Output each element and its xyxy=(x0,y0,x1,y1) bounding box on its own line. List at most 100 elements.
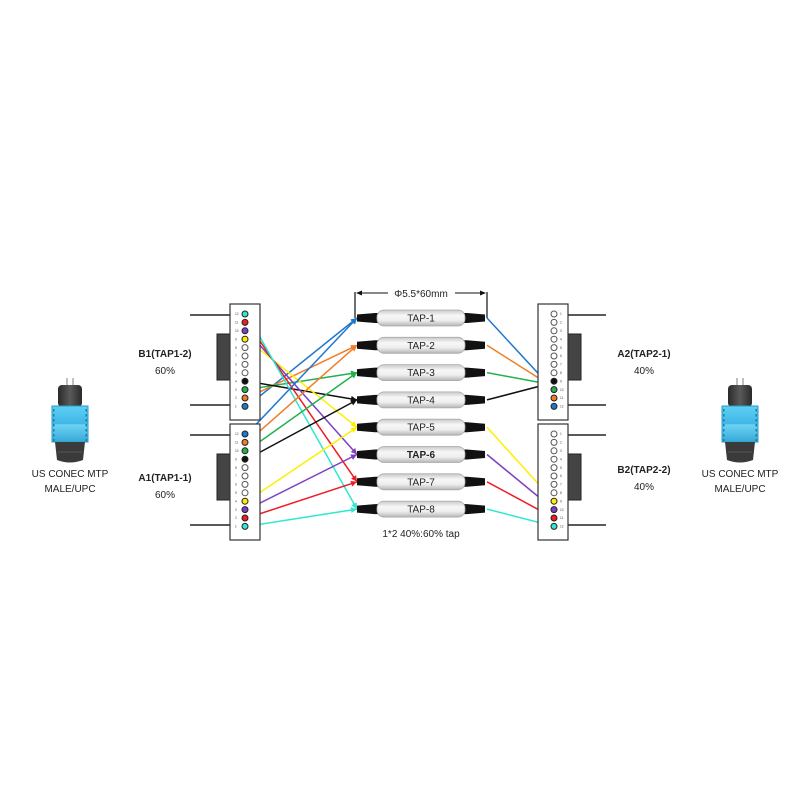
fiber-pin xyxy=(241,464,249,472)
tap-coupler-8: TAP-8 xyxy=(357,500,485,518)
pin-number: 6 xyxy=(560,354,562,358)
fiber-pin xyxy=(241,386,249,394)
tap-coupler-3: TAP-3 xyxy=(357,364,485,382)
pin-number: 7 xyxy=(235,474,237,478)
tap-tube xyxy=(376,336,466,354)
wire-arrowhead xyxy=(350,427,357,434)
port-a2-name: A2(TAP2-1) xyxy=(617,349,670,360)
fiber-pin xyxy=(550,402,558,410)
fiber-pin xyxy=(550,472,558,480)
tap-boot-right xyxy=(464,313,485,323)
wire-arrowhead xyxy=(350,421,357,428)
tap-coupler-1: TAP-1 xyxy=(357,309,485,327)
right-connector-label-line2: MALE/UPC xyxy=(714,484,765,495)
pin-number: 8 xyxy=(560,491,562,495)
pin-number: 10 xyxy=(560,388,564,392)
pin-number: 12 xyxy=(235,312,239,316)
fiber-pin xyxy=(241,369,249,377)
tap-label: TAP-6 xyxy=(407,450,436,461)
tap-boot-left xyxy=(357,476,378,487)
pin-number: 10 xyxy=(235,329,239,333)
pin-number: 5 xyxy=(235,371,237,375)
wire-arrowhead xyxy=(350,345,357,352)
fiber-wire xyxy=(246,371,358,391)
fiber-pin xyxy=(241,472,249,480)
wire-arrowhead xyxy=(350,318,357,325)
tap-coupler-7: TAP-7 xyxy=(357,473,485,491)
tap-label: TAP-5 xyxy=(407,423,435,434)
tap-label: TAP-1 xyxy=(407,314,435,325)
tap-boot-left xyxy=(357,340,378,351)
fiber-pin xyxy=(550,327,558,335)
pin-number: 4 xyxy=(235,379,237,383)
tap-boot-left xyxy=(357,367,378,378)
tap-tube xyxy=(376,364,466,382)
tap-boot-left xyxy=(357,449,378,460)
fiber-pin xyxy=(241,335,249,343)
dimension-marker: Φ5.5*60mm xyxy=(354,289,488,318)
tap-label: TAP-3 xyxy=(407,368,435,379)
connector-boot xyxy=(58,385,82,407)
pin-number: 12 xyxy=(235,432,239,436)
fiber-pin xyxy=(550,386,558,394)
pin-number: 3 xyxy=(235,508,237,512)
pin-number: 1 xyxy=(560,312,562,316)
fiber-pin xyxy=(241,489,249,497)
fiber-pin xyxy=(550,430,558,438)
pin-number: 7 xyxy=(560,363,562,367)
fiber-pin xyxy=(550,480,558,488)
fiber-pin xyxy=(241,438,249,446)
fiber-pin xyxy=(550,489,558,497)
fiber-wire xyxy=(246,426,358,502)
tap-coupler-6: TAP-6 xyxy=(357,446,485,463)
pin-number: 6 xyxy=(560,474,562,478)
tap-tube xyxy=(376,418,466,436)
pin-number: 8 xyxy=(235,346,237,350)
fiber-wire xyxy=(246,344,358,399)
fiber-pin xyxy=(550,455,558,463)
tap-coupler-4: TAP-4 xyxy=(357,391,485,409)
tap-label: TAP-8 xyxy=(407,505,435,516)
port-a2-ratio: 40% xyxy=(634,366,654,377)
connector-housing xyxy=(721,405,759,443)
pin-number: 4 xyxy=(235,499,237,503)
pin-number: 2 xyxy=(235,516,237,520)
port-a1-name: A1(TAP1-1) xyxy=(138,473,191,484)
fiber-wire xyxy=(246,371,358,452)
pin-number: 6 xyxy=(235,363,237,367)
port-a1-ratio: 60% xyxy=(155,490,175,501)
tap-coupler-5: TAP-5 xyxy=(357,418,485,436)
wire-arrowhead xyxy=(350,448,357,455)
tap-tube xyxy=(376,500,466,518)
left-mtp-connector xyxy=(51,378,89,463)
right-mtp-connector xyxy=(721,378,759,463)
tap-label: TAP-7 xyxy=(407,477,435,488)
pin-number: 9 xyxy=(560,379,562,383)
fiber-wire xyxy=(246,344,358,443)
fiber-pin xyxy=(550,394,558,402)
pin-number: 9 xyxy=(235,337,237,341)
pin-number: 11 xyxy=(235,321,239,325)
fiber-pin xyxy=(550,447,558,455)
fiber-wire xyxy=(246,317,358,435)
fiber-pin xyxy=(241,402,249,410)
tap-tube xyxy=(376,391,466,409)
pin-number: 9 xyxy=(560,499,562,503)
pin-number: 5 xyxy=(560,466,562,470)
pin-number: 2 xyxy=(560,441,562,445)
left-connector-label-line1: US CONEC MTP xyxy=(32,469,109,480)
tap-boot-left xyxy=(357,394,378,405)
fiber-pin xyxy=(550,369,558,377)
wire-arrowhead xyxy=(350,454,357,460)
pin-number: 10 xyxy=(235,449,239,453)
port-b2-name: B2(TAP2-2) xyxy=(617,465,670,476)
pin-number: 2 xyxy=(560,321,562,325)
pin-number: 5 xyxy=(235,491,237,495)
fiber-wire xyxy=(246,321,358,483)
pin-number: 1 xyxy=(235,525,237,529)
fiber-pin xyxy=(241,506,249,514)
fiber-pin xyxy=(550,522,558,530)
